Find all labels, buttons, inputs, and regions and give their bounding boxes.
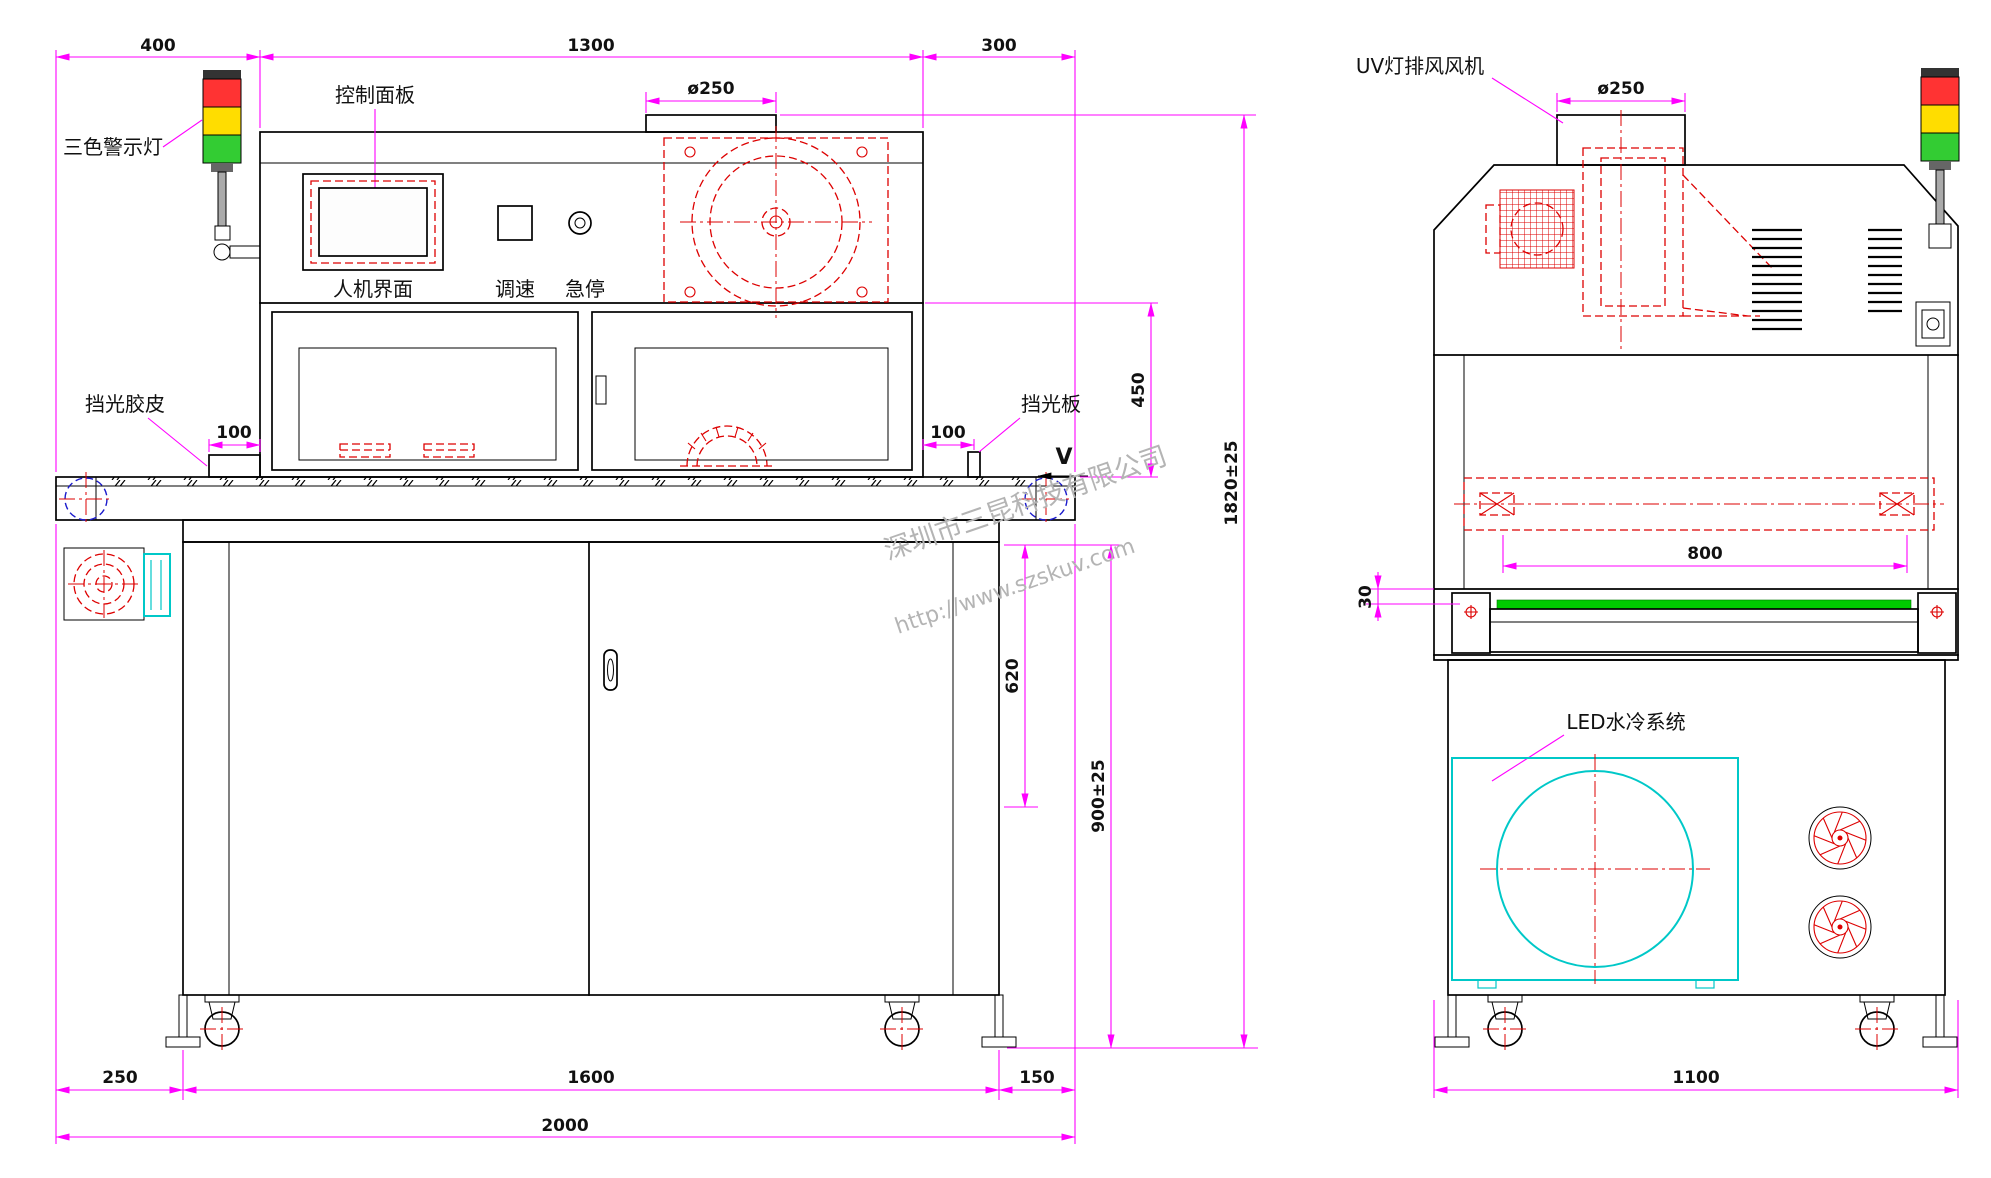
front-bottom-dimensions: 250 1600 150 2000 xyxy=(55,524,1076,1144)
door-handle-mid[interactable] xyxy=(595,375,607,405)
side-body xyxy=(1433,114,1959,996)
dim-620: 620 xyxy=(1003,658,1023,694)
warning-light-side xyxy=(1915,67,1960,347)
fan-grille-bottom xyxy=(1808,895,1872,959)
warning-light-label: 三色警示灯 xyxy=(63,135,163,159)
exhaust-fan-label-group: UV灯排风风机 ø250 xyxy=(1356,54,1686,124)
dim-450: 450 xyxy=(1129,372,1149,408)
dim-2000: 2000 xyxy=(541,1116,588,1136)
axial-fans xyxy=(1808,806,1872,959)
lower-cabinet-front xyxy=(182,541,1000,996)
belt-green xyxy=(1496,599,1912,610)
side-feet xyxy=(1434,994,1958,1052)
side-conveyor xyxy=(1451,592,1957,654)
touchscreen[interactable] xyxy=(302,173,444,271)
front-right-dimensions: 450 620 900±25 1820±25 xyxy=(780,114,1258,1049)
estop-button[interactable] xyxy=(568,211,592,235)
front-feet xyxy=(165,994,1017,1052)
dim-900: 900±25 xyxy=(1089,759,1109,832)
cooling-label: LED水冷系统 xyxy=(1566,710,1685,734)
exhaust-blower-front xyxy=(663,126,889,318)
direction-arrow: V xyxy=(1037,445,1088,480)
uv-lamp-assembly xyxy=(1454,477,1944,531)
rubber-flap xyxy=(208,454,261,478)
fan-grille-top xyxy=(1808,806,1872,870)
screw-foot xyxy=(1922,994,1958,1048)
speed-control-knob[interactable] xyxy=(497,205,533,241)
dim-300: 300 xyxy=(981,36,1017,56)
control-panel-label: 控制面板 xyxy=(335,83,415,107)
screw-foot xyxy=(981,994,1017,1048)
block-plate xyxy=(967,451,981,478)
hidden-arch-detail xyxy=(680,425,774,467)
dim-400: 400 xyxy=(140,36,176,56)
hmi-label: 人机界面 xyxy=(333,277,413,301)
light-block-rubber-group: 挡光胶皮 100 xyxy=(85,392,261,478)
side-vents xyxy=(1752,228,1902,331)
belt-surface xyxy=(92,477,1036,486)
dim-800-group: 800 xyxy=(1502,535,1908,573)
caster-wheel xyxy=(199,994,245,1052)
light-block-plate-group: 挡光板 100 xyxy=(922,392,1081,478)
dim-30-group: 30 xyxy=(1356,572,1460,621)
warning-light-front: 三色警示灯 xyxy=(63,69,261,261)
drive-motor xyxy=(63,547,171,621)
dim-100-right: 100 xyxy=(930,423,966,443)
front-top-dimensions: 400 1300 300 xyxy=(55,36,1076,472)
control-panel-label-group: 控制面板 xyxy=(335,83,415,195)
speed-label: 调速 xyxy=(495,277,535,301)
front-duct-dim: ø250 xyxy=(645,79,777,113)
dim-800: 800 xyxy=(1687,544,1723,564)
dim-1300: 1300 xyxy=(567,36,614,56)
upper-cabinet-front xyxy=(259,114,924,478)
front-view: 400 1300 300 三色警示灯 控制面板 人机界面 调速 急停 xyxy=(55,36,1258,1144)
cooling-system: LED水冷系统 xyxy=(1451,710,1739,989)
exhaust-fan-label: UV灯排风风机 xyxy=(1356,54,1484,78)
conveyor-front xyxy=(55,471,1076,543)
dim-1820: 1820±25 xyxy=(1222,440,1242,525)
caster-wheel xyxy=(1854,994,1900,1052)
dim-30: 30 xyxy=(1356,585,1376,609)
screw-foot xyxy=(1434,994,1470,1048)
dim-1100-group: 1100 xyxy=(1433,1000,1959,1098)
louver-door-left[interactable] xyxy=(271,311,579,471)
rubber-label: 挡光胶皮 xyxy=(85,392,165,416)
dim-1600: 1600 xyxy=(567,1068,614,1088)
dim-1100: 1100 xyxy=(1672,1068,1719,1088)
dim-duct-dia-side: ø250 xyxy=(1597,79,1644,99)
exhaust-duct-front xyxy=(645,114,777,133)
screw-foot xyxy=(165,994,201,1048)
estop-label: 急停 xyxy=(565,277,605,301)
direction-label: V xyxy=(1055,445,1072,470)
dim-duct-dia-front: ø250 xyxy=(687,79,734,99)
dim-250: 250 xyxy=(102,1068,138,1088)
caster-wheel xyxy=(879,994,925,1052)
exhaust-blower-side xyxy=(1485,110,1773,350)
plate-label: 挡光板 xyxy=(1021,392,1081,416)
dim-100-left: 100 xyxy=(216,423,252,443)
caster-wheel xyxy=(1482,994,1528,1052)
door-handle-lower[interactable] xyxy=(603,649,618,691)
louver-door-right[interactable] xyxy=(591,311,913,471)
side-view: UV灯排风风机 ø250 800 xyxy=(1356,54,1960,1098)
dim-150: 150 xyxy=(1019,1068,1055,1088)
